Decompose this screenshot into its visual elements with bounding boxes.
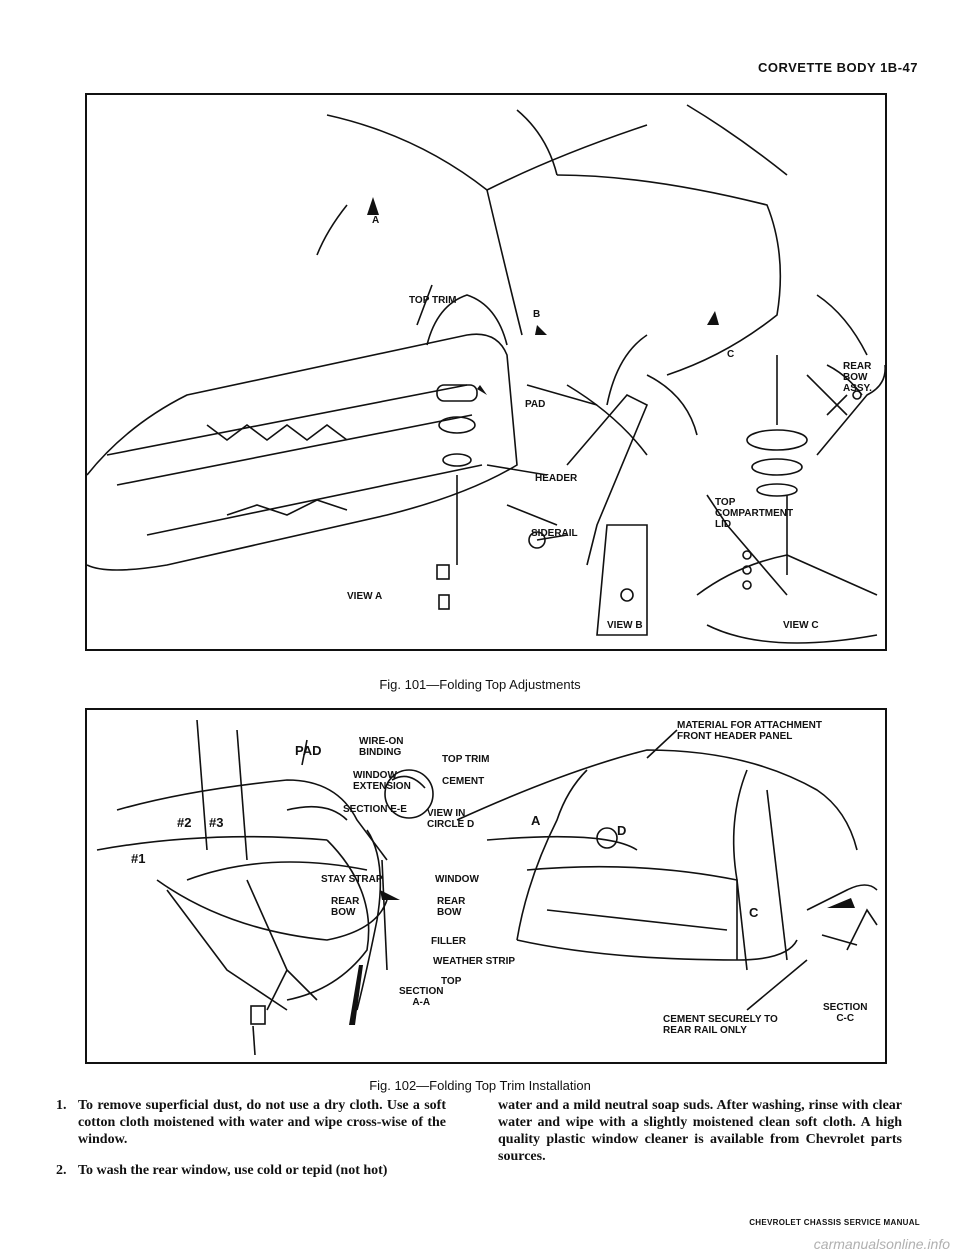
- label-top-trim: TOP TRIM: [442, 754, 490, 765]
- list-item: 1. To remove superficial dust, do not us…: [56, 1097, 446, 1148]
- label-section-e-e: SECTION E-E: [343, 804, 407, 815]
- label-rear-bow-assy: REAR BOW ASSY.: [843, 361, 872, 394]
- label-rear-bow-center: REAR BOW: [437, 896, 466, 918]
- label-section-a-a: SECTION A-A: [399, 986, 444, 1008]
- text-column-left: 1. To remove superficial dust, do not us…: [56, 1097, 446, 1193]
- label-wire-on-binding: WIRE-ON BINDING: [359, 736, 404, 758]
- label-number-1: #1: [131, 851, 146, 866]
- label-section-c-c: SECTION C-C: [823, 1002, 868, 1024]
- label-material-for-attachment: MATERIAL FOR ATTACHMENT FRONT HEADER PAN…: [677, 720, 822, 742]
- figure-101-caption: Fig. 101—Folding Top Adjustments: [379, 677, 581, 692]
- label-window: WINDOW: [435, 874, 479, 885]
- text-column-right: water and a mild neutral soap suds. Afte…: [498, 1097, 902, 1165]
- label-siderail: SIDERAIL: [531, 528, 578, 539]
- page-header: CORVETTE BODY 1B-47: [757, 60, 918, 75]
- label-view-c: VIEW C: [783, 620, 819, 631]
- label-c: C: [727, 349, 735, 360]
- list-item-text: To wash the rear window, use cold or tep…: [78, 1163, 388, 1178]
- label-d: D: [617, 823, 627, 838]
- label-c: C: [749, 905, 759, 920]
- figure-101-illustration: [87, 104, 885, 644]
- list-item-number: 2.: [56, 1163, 67, 1178]
- label-stay-strap: STAY STRAP: [321, 874, 383, 885]
- label-header: HEADER: [535, 473, 578, 484]
- figure-102-illustration: [96, 719, 878, 1056]
- label-a: A: [372, 215, 380, 226]
- label-view-a: VIEW A: [347, 591, 383, 602]
- list-item-number: 1.: [56, 1098, 67, 1113]
- continued-paragraph: water and a mild neutral soap suds. Afte…: [498, 1098, 902, 1164]
- label-window-extension: WINDOW EXTENSION: [353, 770, 411, 792]
- label-view-in-circle-d: VIEW IN CIRCLE D: [427, 808, 475, 830]
- label-number-3: #3: [209, 815, 224, 830]
- label-top-compartment-lid: TOP COMPARTMENT LID: [715, 497, 794, 530]
- label-view-b: VIEW B: [607, 620, 643, 631]
- label-b: B: [533, 309, 541, 320]
- label-pad: PAD: [295, 743, 322, 758]
- list-item-text: To remove superficial dust, do not use a…: [78, 1098, 446, 1147]
- label-filler: FILLER: [431, 936, 466, 947]
- page-footer: CHEVROLET CHASSIS SERVICE MANUAL: [749, 1218, 920, 1227]
- label-rear-bow-left: REAR BOW: [331, 896, 360, 918]
- label-a: A: [531, 813, 541, 828]
- list-item: 2. To wash the rear window, use cold or …: [56, 1162, 446, 1179]
- label-pad: PAD: [525, 399, 546, 410]
- label-top: TOP: [441, 976, 462, 987]
- label-number-2: #2: [177, 815, 192, 830]
- label-weather-strip: WEATHER STRIP: [433, 956, 516, 967]
- figure-folding-top-adjustments: A TOP TRIM PAD HEADER SIDERAIL VIEW A B …: [85, 93, 887, 651]
- label-cement: CEMENT: [442, 776, 485, 787]
- figure-102-caption: Fig. 102—Folding Top Trim Installation: [369, 1078, 591, 1093]
- label-cement-securely: CEMENT SECURELY TO REAR RAIL ONLY: [663, 1014, 778, 1036]
- watermark: carmanualsonline.info: [813, 1236, 950, 1252]
- label-top-trim: TOP TRIM: [409, 295, 457, 306]
- figure-folding-top-trim-installation: PAD #2 #3 #1 WIRE-ON BINDING WINDOW EXTE…: [85, 708, 887, 1064]
